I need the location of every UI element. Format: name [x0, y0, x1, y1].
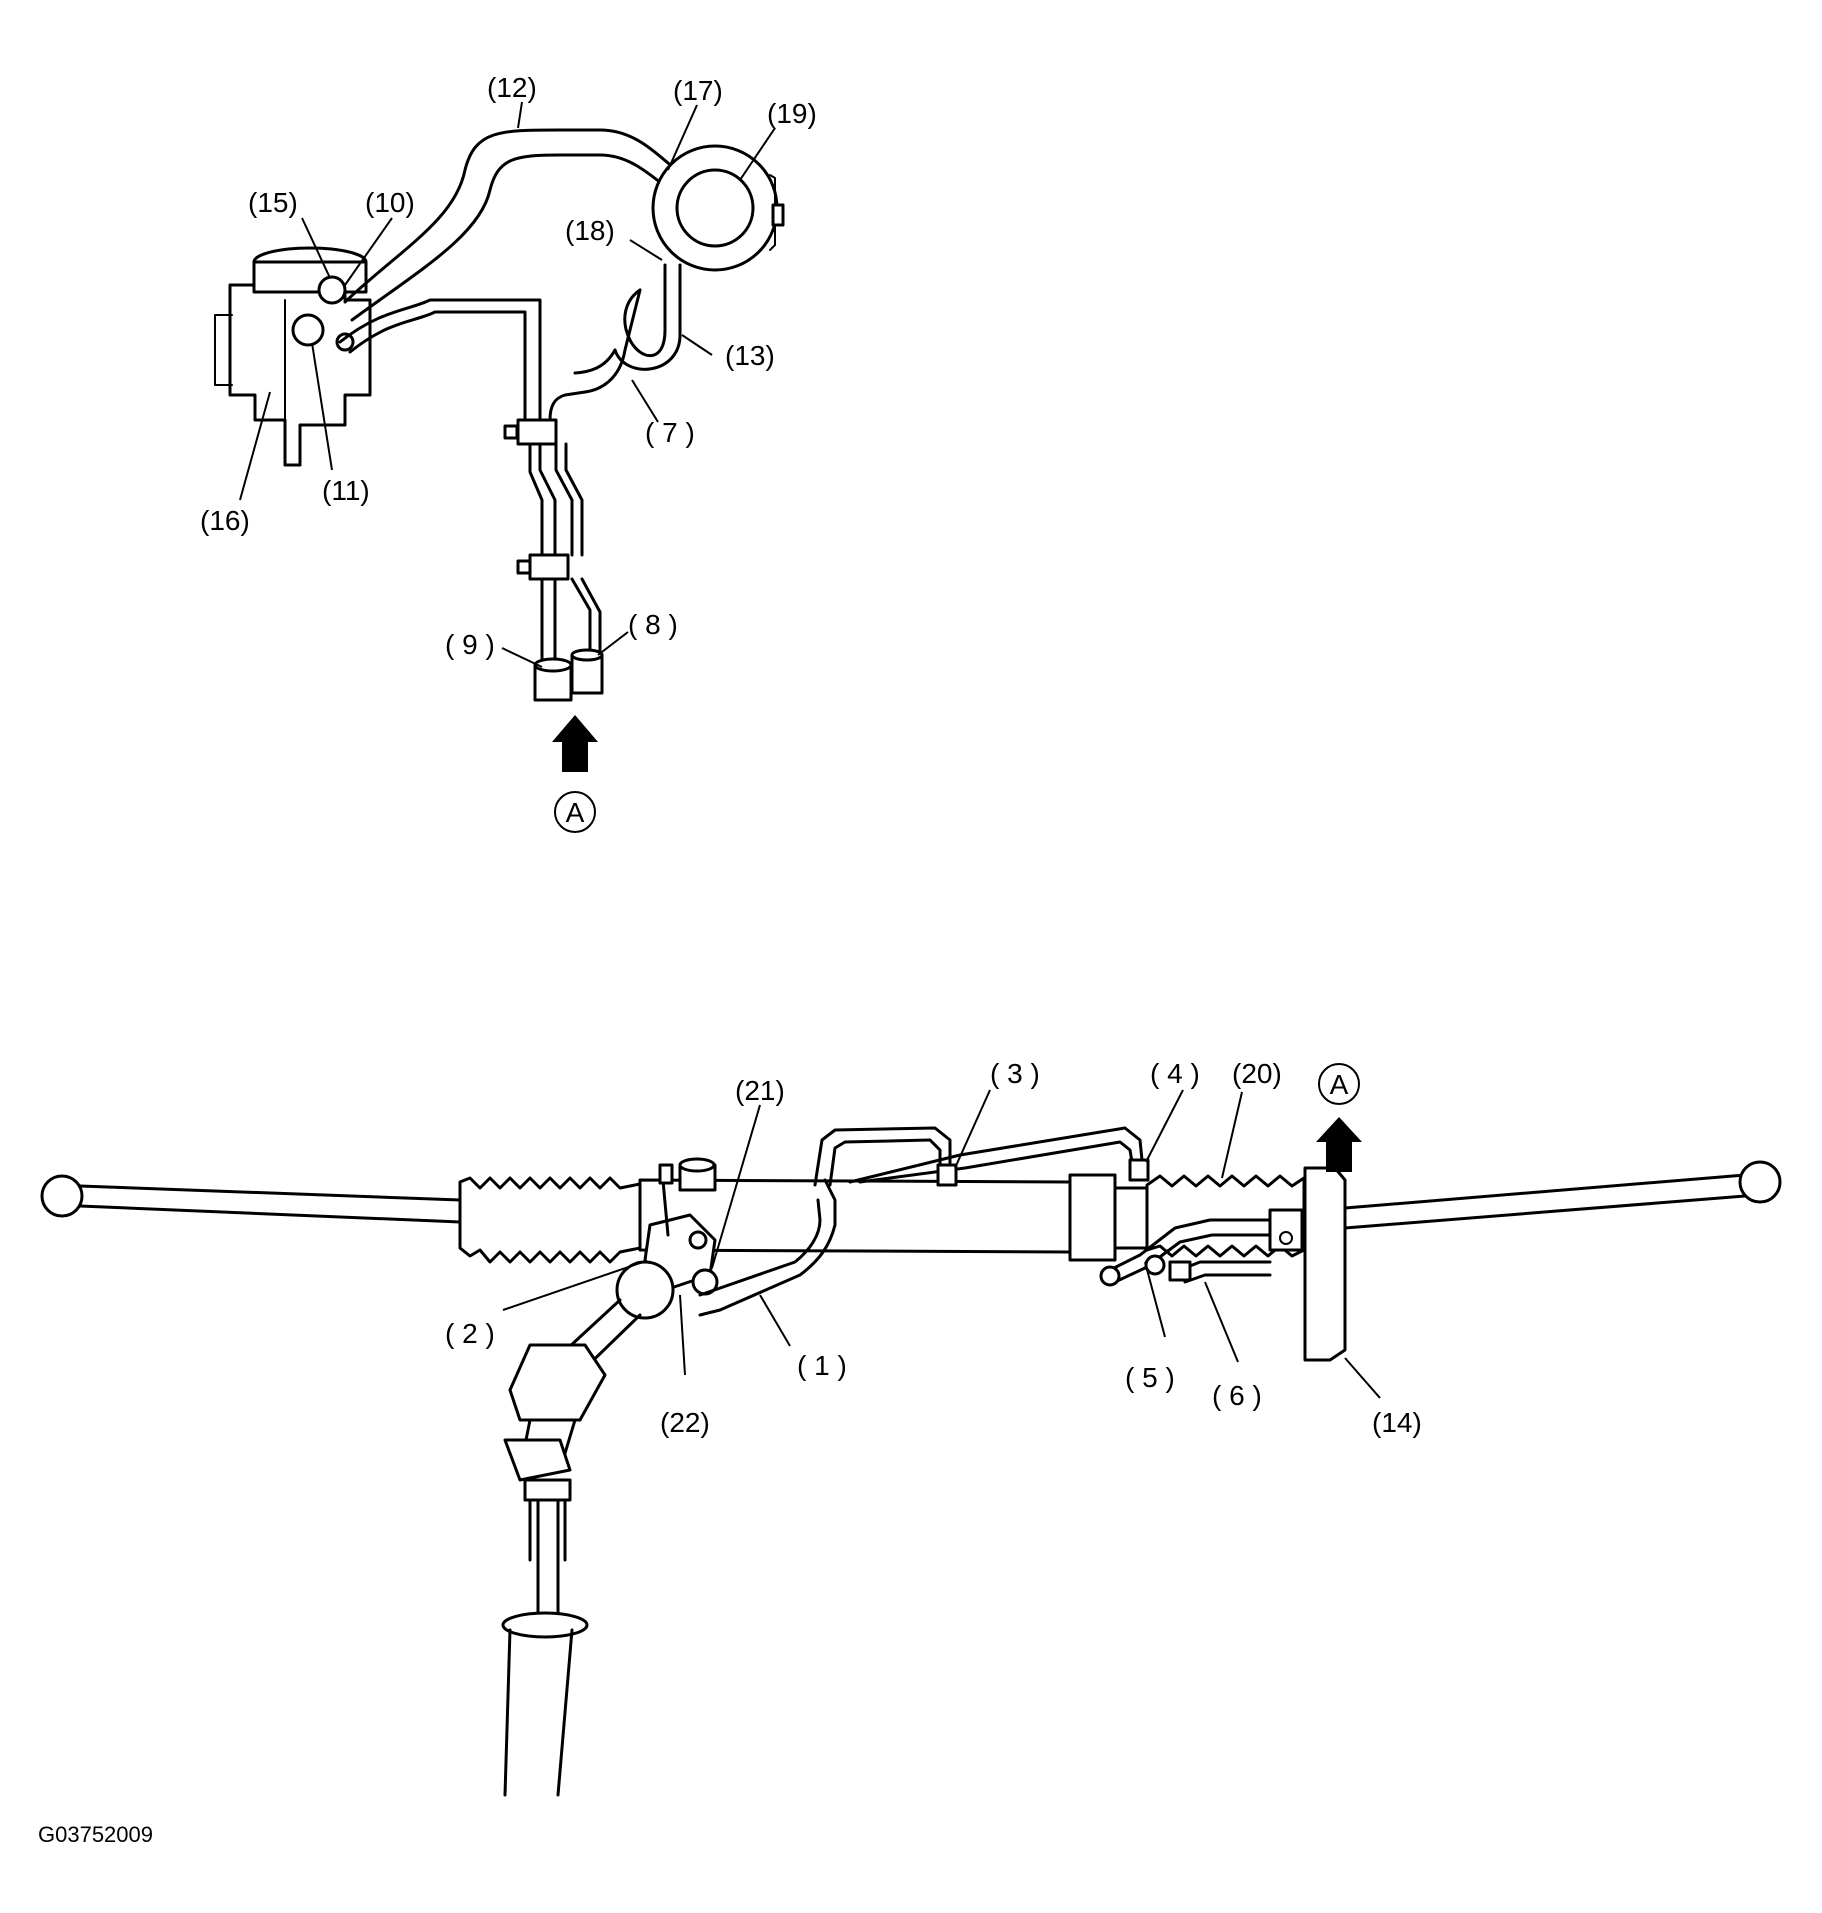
- hose-12-outer: [343, 128, 692, 304]
- universal-joint: [508, 1343, 607, 1422]
- callout-labels: (12) (17) (19) (15) (10) (18) (13) ( 7 )…: [200, 72, 1422, 1438]
- view-marker-a-bottom: [1318, 1063, 1360, 1105]
- label-3: ( 3 ): [990, 1058, 1040, 1089]
- pipe-10: [338, 298, 542, 422]
- label-7: ( 7 ): [645, 417, 695, 448]
- pipe-1: [698, 1178, 837, 1317]
- view-arrow-up-bottom: [1316, 1117, 1362, 1172]
- label-4: ( 4 ): [1150, 1058, 1200, 1089]
- clamp-lower: [528, 553, 570, 581]
- pinion-joint: [615, 1260, 675, 1320]
- union-bolt-11: [291, 313, 325, 347]
- pipe-6: [1178, 1260, 1272, 1284]
- fitting-3: [936, 1163, 958, 1187]
- steering-shaft: [536, 1498, 560, 1622]
- view-marker-a-bottom-text: A: [1330, 1069, 1349, 1100]
- label-1: ( 1 ): [797, 1350, 847, 1381]
- pipe-4: [848, 1126, 1144, 1184]
- label-19: (19): [767, 98, 817, 129]
- view-arrow-up-top: [552, 715, 598, 772]
- label-22: (22): [660, 1407, 710, 1438]
- pipe-8: [554, 442, 592, 662]
- leader-lines: [239, 101, 1381, 1399]
- pipe-5: [1108, 1218, 1272, 1272]
- pipe-9: [538, 442, 557, 662]
- figure-code: G03752009: [38, 1822, 153, 1847]
- tie-rod-end-right: [1738, 1160, 1782, 1204]
- label-21: (21): [735, 1075, 785, 1106]
- bottom-assembly: A: [40, 1063, 1782, 1797]
- top-assembly: A: [214, 128, 785, 833]
- hose-7: [548, 288, 642, 422]
- label-20: (20): [1232, 1058, 1282, 1089]
- label-14: (14): [1372, 1407, 1422, 1438]
- tie-rod-end-left: [40, 1174, 84, 1218]
- label-6: ( 6 ): [1212, 1380, 1262, 1411]
- label-9: ( 9 ): [445, 629, 495, 660]
- gearbox-cylinder-right: [1068, 1173, 1117, 1262]
- clamp-upper: [516, 418, 558, 446]
- union-bolt-15: [317, 275, 347, 305]
- label-16: (16): [200, 505, 250, 536]
- bracket-14: [1303, 1166, 1347, 1362]
- hose-13: [623, 263, 667, 358]
- label-18: (18): [565, 215, 615, 246]
- label-12: (12): [487, 72, 537, 103]
- label-10: (10): [365, 187, 415, 218]
- view-marker-a-top-text: A: [566, 797, 585, 828]
- label-2: ( 2 ): [445, 1318, 495, 1349]
- fitting-4: [1128, 1158, 1150, 1182]
- label-5: ( 5 ): [1125, 1362, 1175, 1393]
- label-13: (13): [725, 340, 775, 371]
- label-8: ( 8 ): [628, 609, 678, 640]
- label-17: (17): [673, 75, 723, 106]
- label-11: (11): [322, 475, 370, 506]
- hose-12-inner: [350, 153, 672, 322]
- pipe-3: [813, 1126, 952, 1187]
- boot-left: [458, 1176, 642, 1264]
- view-marker-a-top: [554, 791, 596, 833]
- label-15: (15): [248, 187, 298, 218]
